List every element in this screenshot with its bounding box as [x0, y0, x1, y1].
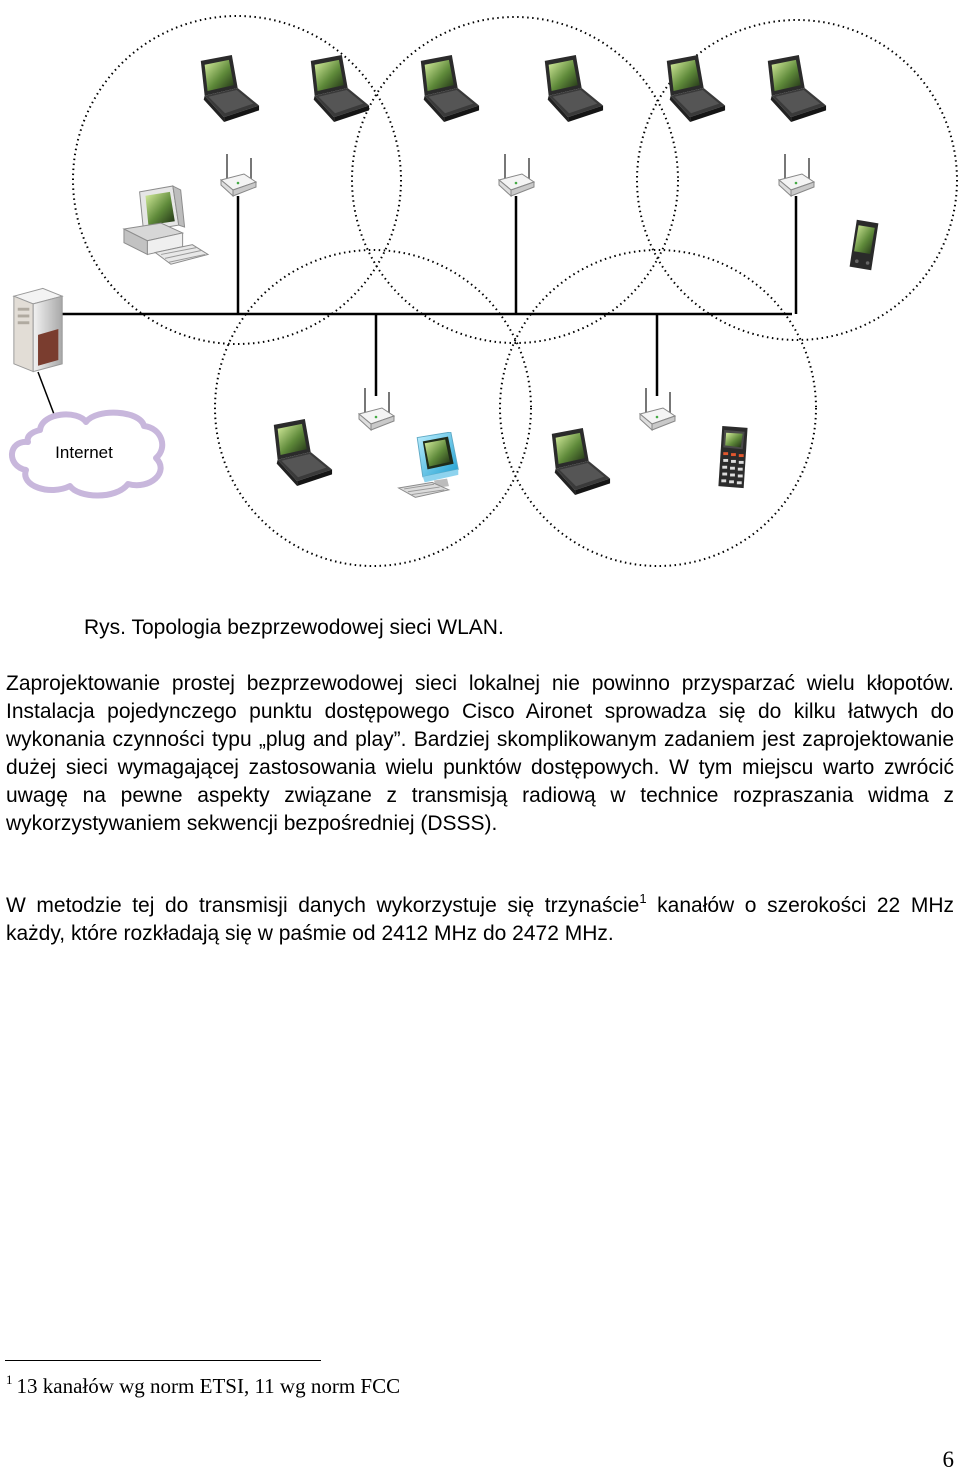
laptop-icon	[544, 55, 604, 123]
laptop-icon	[767, 55, 827, 123]
body-paragraph: Zaprojektowanie prostej bezprzewodowej s…	[6, 672, 954, 835]
footnote-marker: 1	[6, 1372, 13, 1387]
wlan-topology-diagram: Internet	[9, 15, 958, 567]
internet-cloud-icon: Internet	[9, 409, 166, 499]
desktop-computer-icon	[123, 185, 209, 265]
coverage-cell	[351, 16, 679, 344]
coverage-cell	[72, 15, 402, 345]
paragraph-text: W metodzie tej do transmisji danych wyko…	[6, 894, 640, 917]
laptop-icon	[420, 55, 480, 123]
laptop-icon	[200, 55, 260, 123]
access-point-icon	[220, 153, 257, 197]
access-point-icon	[498, 153, 535, 197]
laptop-icon	[551, 428, 611, 496]
footnote-separator	[5, 1360, 321, 1361]
paragraph-text: kanałów o szerokości 22 MHz każdy, które…	[6, 894, 954, 945]
laptop-icon	[310, 55, 370, 123]
handheld-terminal-icon	[718, 425, 748, 489]
server-tower-icon	[13, 287, 63, 373]
coverage-cells	[72, 15, 958, 567]
cloud-label: Internet	[55, 443, 113, 462]
body-paragraph: W metodzie tej do transmisji danych wyko…	[6, 892, 954, 948]
imac-icon	[398, 432, 459, 498]
laptop-icon	[273, 419, 333, 487]
laptop-icon	[666, 55, 726, 123]
page-number: 6	[942, 1447, 955, 1472]
figure-caption: Rys. Topologia bezprzewodowej sieci WLAN…	[84, 616, 504, 639]
coverage-cell	[214, 249, 532, 567]
footnote-text: 13 kanałów wg norm ETSI, 11 wg norm FCC	[16, 1374, 401, 1398]
access-point-icon	[778, 153, 815, 197]
pda-icon	[849, 219, 879, 271]
coverage-cell	[636, 19, 958, 341]
wired-backbone	[36, 196, 798, 396]
footnote-reference: 1	[639, 891, 647, 906]
coverage-cell	[499, 249, 817, 567]
